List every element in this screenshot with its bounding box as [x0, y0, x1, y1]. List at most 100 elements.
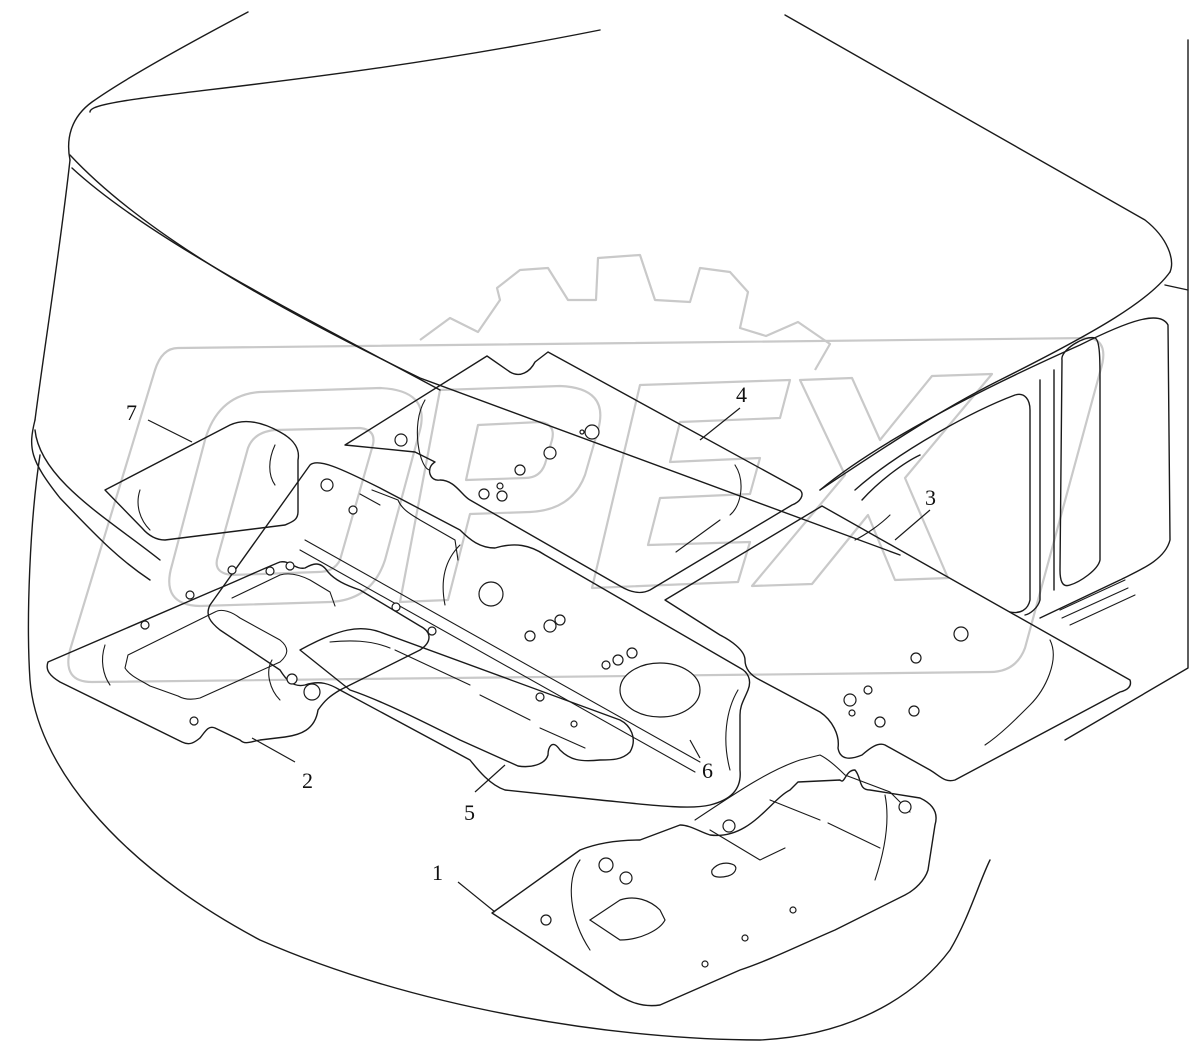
part-4-hole [496, 482, 504, 490]
cab-roof-top-edge [89, 29, 601, 113]
part-3-hole [910, 652, 922, 664]
part-2-hole [185, 590, 195, 600]
part-1-cutout [588, 897, 666, 941]
part-3-hole [863, 685, 873, 695]
door-sill-line-3 [1069, 594, 1136, 626]
door-outer-frame [819, 317, 1171, 619]
window-front-inner [1024, 379, 1041, 616]
window-rear [1059, 336, 1101, 587]
watermark-letter-p [398, 384, 602, 604]
part-6-outline [207, 462, 751, 808]
part-1-slot-2 [827, 822, 881, 849]
part-2-inner-cutout [124, 609, 288, 700]
part-7-inner-curve [269, 444, 276, 486]
part-6-hole [601, 660, 611, 670]
cab-roof-front-curve [67, 11, 249, 161]
cab-lower-right-step [1064, 39, 1189, 741]
part-2-floor-left [46, 561, 430, 745]
leader-6 [689, 739, 701, 759]
part-6-hole [543, 619, 557, 633]
cab-body [27, 11, 1189, 1041]
part-2-hole [189, 716, 199, 726]
part-6-hole [554, 614, 566, 626]
cab-side-door [819, 317, 1171, 626]
part-6-hole [320, 478, 334, 492]
part-1-hole [598, 857, 614, 873]
part-2-hole [227, 565, 237, 575]
door-sill-line-2 [1061, 587, 1129, 619]
part-4-hole [496, 490, 508, 502]
part-6-hole [612, 654, 624, 666]
door-sill-line-1 [1059, 579, 1126, 611]
leader-5 [474, 764, 506, 793]
cab-right-shoulder [819, 271, 1171, 491]
callout-5: 5 [464, 800, 475, 825]
watermark-letter-x [750, 372, 994, 588]
part-2-curve-left [101, 644, 111, 686]
part-5-inner-edge [329, 640, 391, 649]
part-1-inner-ridge-2 [874, 794, 888, 881]
part-6-rib-1 [304, 539, 701, 763]
part-1-slot-hole [711, 862, 737, 878]
part-4-curve-left [416, 399, 431, 471]
part-2-hole [285, 561, 295, 571]
part-5-slot-2 [479, 694, 531, 721]
part-3-outline [664, 505, 1132, 782]
watermark-logo [67, 253, 1105, 684]
part-7-left-curve [137, 489, 151, 531]
part-4-inner-slit [675, 519, 721, 553]
cab-inner-left-contour [34, 429, 161, 561]
cab-lower-left-contour [27, 454, 991, 1041]
cab-front-bumper-edge [30, 419, 151, 581]
part-3-hole [843, 693, 857, 707]
part-6-hole [570, 720, 578, 728]
watermark-frame [67, 336, 1105, 684]
part-6-hole [524, 630, 536, 642]
part-1-hole [722, 819, 736, 833]
callout-2: 2 [302, 768, 313, 793]
part-3-inner-curve-1 [984, 639, 1054, 746]
part-6-hole [626, 647, 638, 659]
part-6-hole [427, 626, 437, 636]
watermark-letter-o [168, 386, 423, 608]
cab-roof-right-edge [784, 14, 1173, 273]
door-front-window-pillar [861, 454, 921, 501]
part-1-floor-front [491, 754, 937, 1007]
part-3-hole [848, 709, 856, 717]
callout-7: 7 [126, 400, 137, 425]
callout-6: 6 [702, 758, 713, 783]
part-4-hole [514, 464, 526, 476]
part-2-hole [303, 683, 321, 701]
part-6-rib-2 [299, 549, 696, 773]
part-1-hole [701, 960, 709, 968]
part-1-hole [741, 934, 749, 942]
part-2-hole [286, 673, 298, 685]
part-1-step-panel [694, 754, 911, 821]
part-5-tunnel-cover [299, 627, 634, 768]
watermark-letter-e [590, 378, 792, 590]
part-4-hole [579, 429, 585, 435]
part-1-inner-ridge-1 [570, 859, 591, 951]
part-5-outline [299, 627, 634, 768]
part-6-slit-1 [359, 493, 381, 506]
part-2-inner-rib [231, 573, 336, 607]
part-3-hole [908, 705, 920, 717]
part-5-slot-1 [394, 649, 471, 686]
part-2-hole [265, 566, 275, 576]
leader-4 [699, 407, 741, 441]
leader-1 [457, 881, 496, 913]
part-1-hole [540, 914, 552, 926]
part-1-slot-1 [769, 799, 821, 821]
part-3-inner-curve-2 [854, 514, 891, 541]
part-4-hole [394, 433, 408, 447]
part-6-center-panel [207, 462, 751, 808]
part-4-rear-panel [344, 351, 803, 594]
part-4-hole [584, 424, 600, 440]
part-3-hole [874, 716, 886, 728]
part-1-outline [491, 769, 937, 1007]
part-6-hole [348, 505, 358, 515]
part-2-outline [46, 561, 430, 745]
part-1-hole [898, 800, 912, 814]
callout-1: 1 [432, 860, 443, 885]
